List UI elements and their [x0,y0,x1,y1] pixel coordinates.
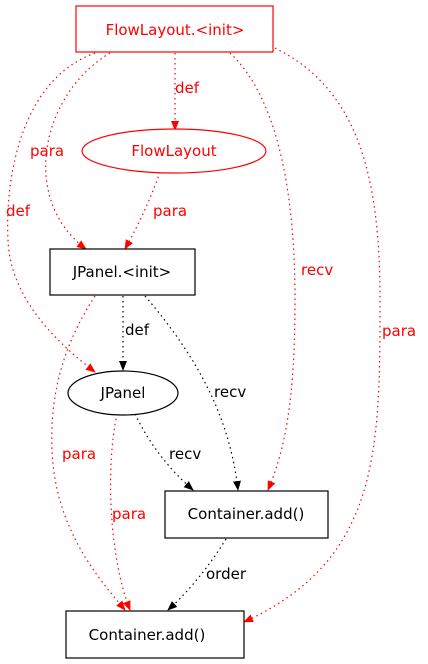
node-jpanel-init[interactable]: JPanel.<init> [49,248,196,296]
node-container-add-2-label: Container.add() [89,626,206,644]
edge-jpanel-init-to-container-add-1 [144,295,241,491]
edge-jpanel-init-to-container-add-2 [51,295,126,611]
edge-label-e1: def [175,79,200,97]
edge-label-e7: def [125,321,150,339]
edge-label-e2: para [30,142,64,160]
edge-flowlayout-init-to-container-add-1 [229,52,296,491]
edge-label-e10: recv [169,445,201,463]
node-flowlayout-init[interactable]: FlowLayout.<init> [75,5,274,53]
node-container-add-1[interactable]: Container.add() [164,490,329,539]
node-jpanel-label: JPanel [100,384,146,402]
node-jpanel-ellipse [67,370,179,416]
edge-label-e6: para [153,202,187,220]
edge-label-e8: recv [214,383,246,401]
edge-label-e4: recv [301,261,333,279]
edge-labels: def para def recv para para def recv par… [6,79,416,583]
node-container-add-1-box [164,490,329,539]
node-jpanel-init-box [49,248,196,296]
edge-label-e9: para [62,445,96,463]
node-flowlayout[interactable]: FlowLayout [81,128,267,174]
node-flowlayout-ellipse [81,128,267,174]
edge-flowlayout-init-to-jpanel [7,52,96,373]
node-flowlayout-init-box [75,5,274,53]
edge-label-e5: para [382,322,416,340]
edges [7,47,381,623]
node-flowlayout-label: FlowLayout [131,142,216,160]
edge-jpanel-to-container-add-2 [109,413,131,611]
edge-label-e11: para [112,505,146,523]
node-container-add-1-label: Container.add() [188,505,305,523]
node-jpanel-init-label: JPanel.<init> [72,263,172,281]
edge-label-e12: order [206,565,247,583]
node-jpanel[interactable]: JPanel [67,370,179,416]
edge-container-add-1-to-container-add-2 [167,538,227,611]
nodes: FlowLayout.<init> FlowLayout JPanel.<ini… [49,5,329,659]
edge-label-e3: def [6,202,31,220]
edge-flowlayout-init-to-jpanel-init [45,52,111,250]
node-container-add-2-box [65,610,245,659]
node-container-add-2[interactable]: Container.add() [65,610,245,659]
node-flowlayout-init-label: FlowLayout.<init> [106,21,245,39]
edge-flowlayout-to-jpanel-init [124,171,161,250]
edge-flowlayout-init-to-container-add-2 [243,47,381,623]
edge-jpanel-to-container-add-1 [134,413,194,491]
